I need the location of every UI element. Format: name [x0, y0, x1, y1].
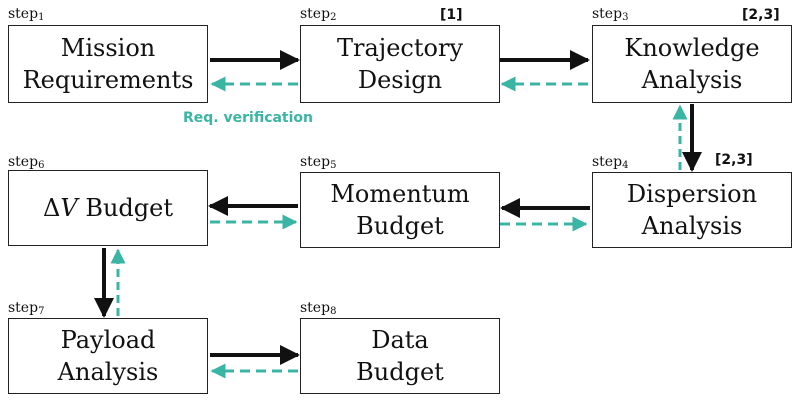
step-label-3: step3: [592, 6, 629, 23]
step-label-7: step7: [8, 300, 45, 317]
box-line-2: Requirements: [22, 66, 194, 94]
box-payload-analysis: Payload Analysis: [8, 318, 208, 394]
delta-symbol: Δ: [43, 194, 61, 222]
step-label-6: step6: [8, 154, 45, 171]
box-delta-v-budget: ΔV Budget: [8, 170, 208, 246]
ref-step-4: [2,3]: [715, 152, 753, 168]
box-dispersion-analysis: Dispersion Analysis: [592, 172, 792, 248]
box-data-budget: Data Budget: [300, 318, 500, 394]
box-line-2: Budget: [356, 358, 444, 386]
req-verification-label: Req. verification: [183, 110, 314, 126]
box-mission-requirements: Mission Requirements: [8, 25, 208, 103]
step-label-4: step4: [592, 154, 629, 171]
ref-step-2: [1]: [440, 7, 463, 23]
step-label-5: step5: [300, 154, 337, 171]
box-line-2: Analysis: [57, 358, 159, 386]
box-line-1: Payload: [60, 326, 156, 354]
box-line-1: ΔV Budget: [43, 192, 173, 224]
box-line-1: Momentum: [330, 180, 470, 208]
box-line-1: Mission: [60, 34, 156, 62]
step-label-2: step2: [300, 6, 337, 23]
box-line-1: Knowledge: [624, 34, 760, 62]
ref-step-3: [2,3]: [742, 7, 780, 23]
step-label-1: step1: [8, 6, 45, 23]
box-line-2: Budget: [356, 212, 444, 240]
box-line-2: Analysis: [641, 66, 743, 94]
box-line-1: Data: [371, 326, 429, 354]
step-label-8: step8: [300, 300, 337, 317]
budget-word: Budget: [85, 194, 173, 222]
box-knowledge-analysis: Knowledge Analysis: [592, 25, 792, 103]
box-line-1: Dispersion: [626, 180, 758, 208]
box-trajectory-design: Trajectory Design: [300, 25, 500, 103]
box-line-1: Trajectory: [337, 34, 463, 62]
box-momentum-budget: Momentum Budget: [300, 172, 500, 248]
velocity-symbol: V: [60, 194, 78, 222]
box-line-2: Analysis: [641, 212, 743, 240]
box-line-2: Design: [357, 66, 443, 94]
